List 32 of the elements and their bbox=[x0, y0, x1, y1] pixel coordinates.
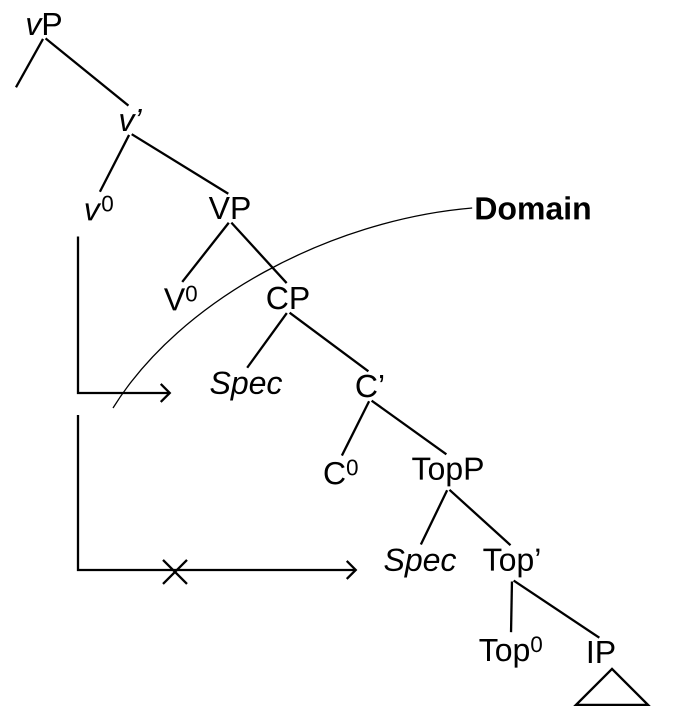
label-text: Domain bbox=[476, 196, 590, 220]
tree-label: v’ bbox=[120, 109, 142, 131]
tree-branch bbox=[246, 312, 288, 368]
tree-branch bbox=[288, 312, 370, 372]
tree-branch bbox=[370, 400, 448, 456]
movement-arrow bbox=[76, 236, 172, 403]
tree-label: Top$^{0}$ bbox=[479, 636, 542, 668]
tree-branch bbox=[513, 580, 600, 639]
tree-label: Spec bbox=[210, 372, 282, 400]
tree-branch bbox=[340, 400, 370, 456]
tree-branch bbox=[510, 581, 514, 632]
tree-label: v$^{0}$ bbox=[86, 196, 113, 220]
tree-label: Spec bbox=[384, 548, 456, 578]
tree-label: VP bbox=[208, 197, 250, 219]
tree-label: $\textit{v}\textup{P}$ bbox=[27, 13, 61, 35]
tree-branch bbox=[44, 38, 130, 106]
tree-branch bbox=[131, 133, 229, 195]
tree-branch bbox=[420, 490, 448, 546]
tree-branch bbox=[181, 222, 230, 283]
blocked-movement-arrow bbox=[76, 415, 358, 586]
tree-branch bbox=[448, 488, 512, 546]
tree-label: IP bbox=[588, 641, 614, 663]
tree-label: C’ bbox=[356, 374, 384, 398]
tree-label: C$^{0}$ bbox=[324, 460, 358, 484]
tree-label: CP bbox=[267, 286, 309, 310]
tree-label: V$^{0}$ bbox=[164, 286, 197, 310]
leader-line bbox=[112, 207, 472, 408]
tree-label: TopP bbox=[412, 458, 483, 486]
tree-branch bbox=[98, 134, 130, 192]
tree-label: Top’ bbox=[483, 548, 540, 578]
tree-branch bbox=[14, 38, 44, 88]
tree-branch bbox=[230, 222, 288, 284]
